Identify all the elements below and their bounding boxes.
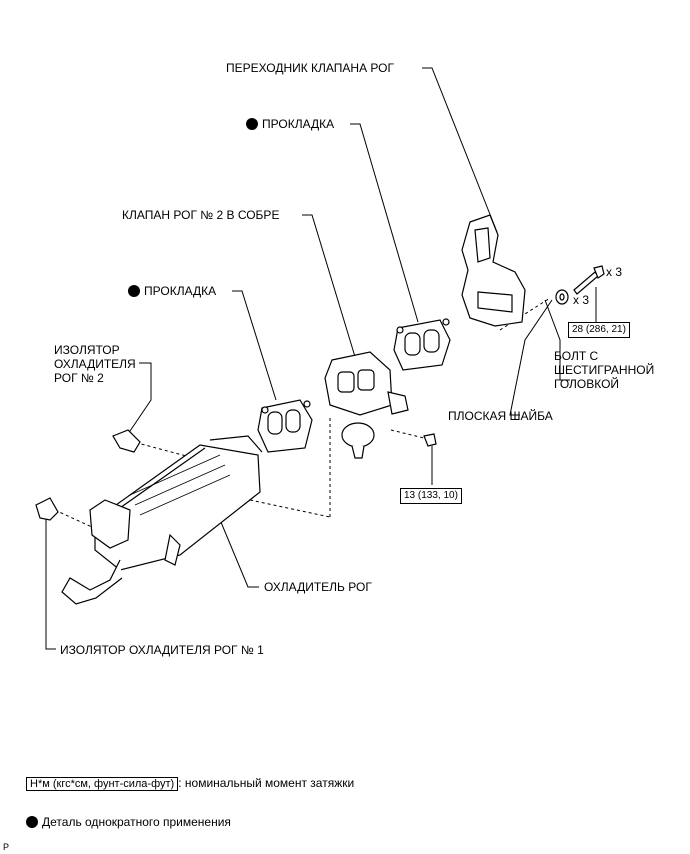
leader-egr-cooler — [217, 514, 259, 588]
label-egr-cooler: ОХЛАДИТЕЛЬ РОГ — [264, 580, 372, 594]
legend-single-use-text: Деталь однократного применения — [42, 815, 231, 829]
leader-insulator-no1 — [43, 512, 56, 650]
insulator-no2 — [112, 429, 141, 453]
leader-hex-bolt — [544, 299, 570, 381]
label-insulator-no1: ИЗОЛЯТОР ОХЛАДИТЕЛЯ РОГ № 1 — [60, 643, 264, 657]
label-egr-valve-no2: КЛАПАН РОГ № 2 В СОБРЕ — [122, 208, 280, 222]
leader-flat-washer — [509, 299, 553, 416]
legend-torque-text: : номинальный момент затяжки — [178, 776, 355, 790]
single-use-dot-icon — [128, 285, 140, 297]
torque-bolt: 28 (286, 21) — [568, 322, 630, 338]
leader-gasket-top — [350, 123, 419, 323]
single-use-dot-icon — [246, 118, 258, 130]
egr-valve-adapter — [461, 214, 526, 327]
label-gasket-left-wrap: ПРОКЛАДКА — [128, 284, 216, 298]
leader-egr-valve-adapter — [422, 67, 498, 233]
gasket-top — [393, 318, 451, 371]
label-gasket-top: ПРОКЛАДКА — [262, 117, 335, 131]
qty-bolt: x 3 — [606, 265, 623, 279]
hex-bolt — [573, 265, 605, 295]
corner-code: P — [3, 842, 10, 852]
torque-valve-bolt: 13 (133, 10) — [400, 488, 462, 504]
flat-washer — [555, 289, 569, 305]
single-use-dot-icon — [26, 816, 38, 828]
label-hex-bolt: БОЛТ С ШЕСТИГРАННОЙ ГОЛОВКОЙ — [554, 349, 655, 391]
qty-washer: x 3 — [573, 293, 590, 307]
label-gasket-top-wrap: ПРОКЛАДКА — [246, 117, 334, 131]
leader-egr-valve-no2 — [302, 214, 357, 361]
label-gasket-left: ПРОКЛАДКА — [144, 284, 217, 298]
label-insulator-no2: ИЗОЛЯТОР ОХЛАДИТЕЛЯ РОГ № 2 — [54, 343, 136, 385]
leader-insulator-no2 — [127, 362, 152, 435]
leader-gasket-left — [232, 290, 277, 401]
legend-torque-box: Н*м (кгс*см, фунт-сила-фут) — [26, 777, 179, 791]
egr-valve-no2 — [324, 351, 409, 459]
legend-torque: Н*м (кгс*см, фунт-сила-фут): номинальный… — [26, 776, 355, 791]
egr-cooler — [61, 435, 263, 605]
label-egr-valve-adapter: ПЕРЕХОДНИК КЛАПАНА РОГ — [226, 61, 394, 75]
valve-bolt — [423, 433, 437, 447]
insulator-no1 — [35, 497, 59, 521]
legend-single-use: Деталь однократного применения — [26, 815, 231, 829]
gasket-left — [257, 399, 313, 453]
label-flat-washer: ПЛОСКАЯ ШАЙБА — [448, 409, 553, 423]
